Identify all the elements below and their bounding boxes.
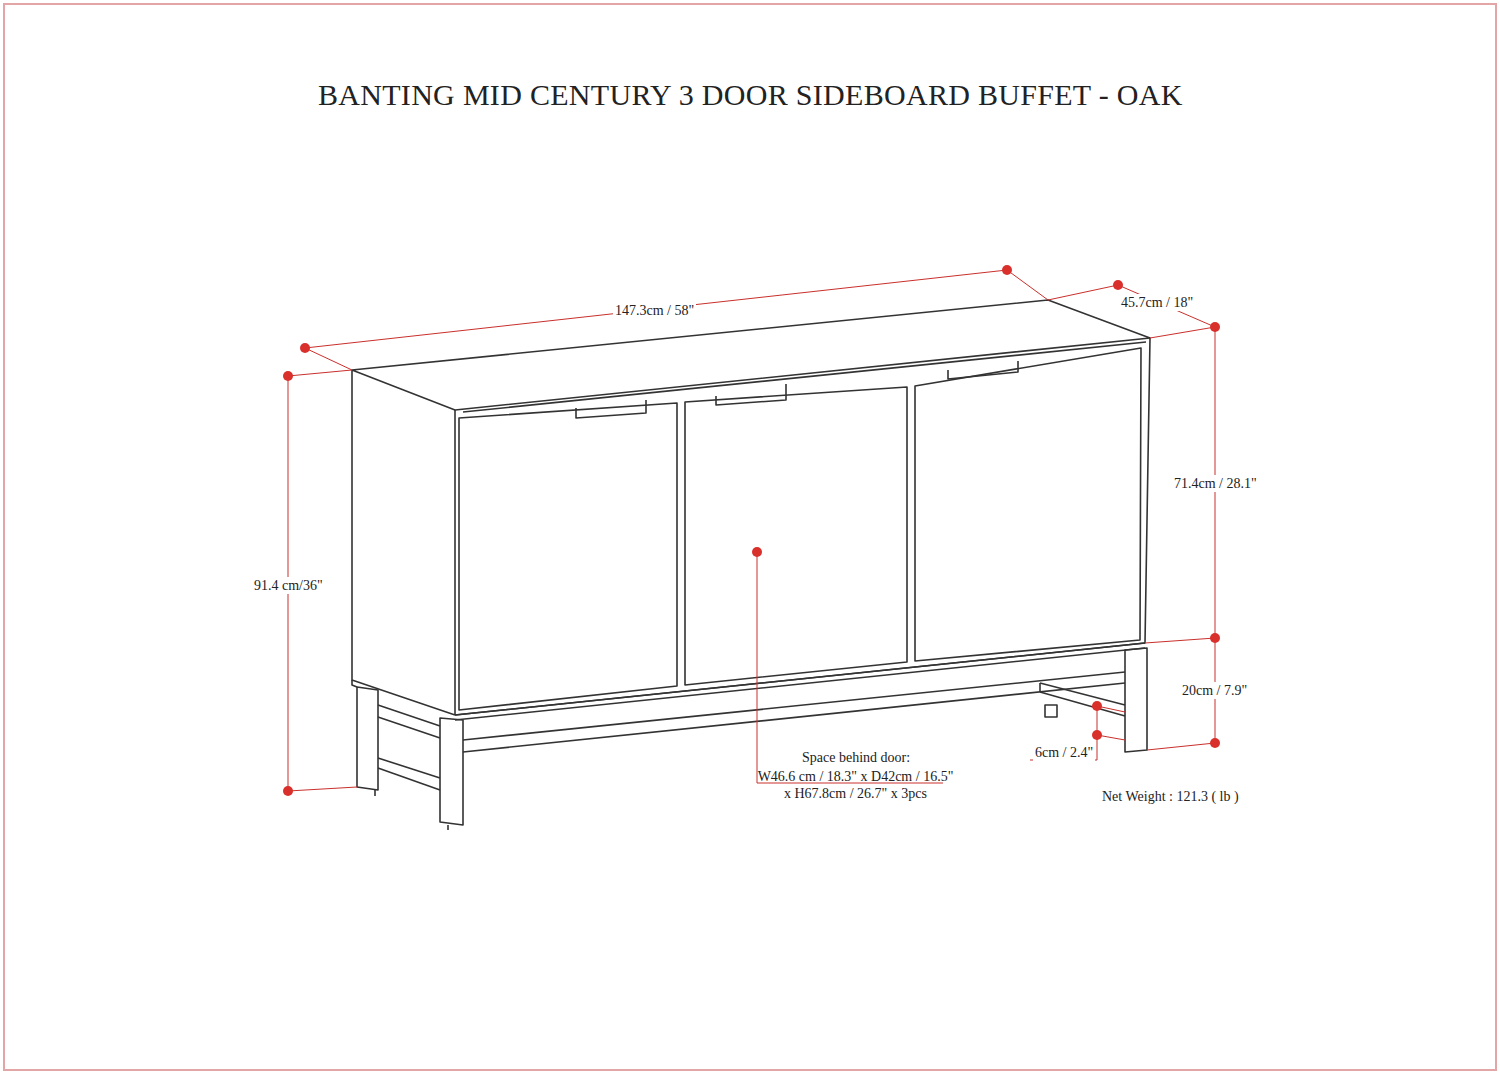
weight-note: Net Weight : 121.3 ( lb )	[1100, 788, 1241, 805]
dimension-dots	[283, 265, 1220, 796]
diagram-title: BANTING MID CENTURY 3 DOOR SIDEBOARD BUF…	[316, 77, 1185, 113]
dimension-label: 71.4cm / 28.1"	[1172, 475, 1259, 492]
base-frame	[352, 648, 1147, 830]
note-heading: Space behind door:	[800, 749, 912, 766]
dimension-label: 91.4 cm/36"	[252, 577, 325, 594]
dimension-label: 6cm / 2.4"	[1033, 744, 1095, 761]
dimension-lines	[288, 270, 1215, 791]
dimension-label: 147.3cm / 58"	[613, 302, 696, 319]
note-text: W46.6 cm / 18.3" x D42cm / 16.5" x H67.8…	[751, 768, 960, 802]
cabinet-outline	[352, 300, 1150, 720]
dimension-label: 20cm / 7.9"	[1180, 682, 1249, 699]
page-border	[4, 4, 1496, 1070]
dimension-label: 45.7cm / 18"	[1119, 294, 1195, 311]
